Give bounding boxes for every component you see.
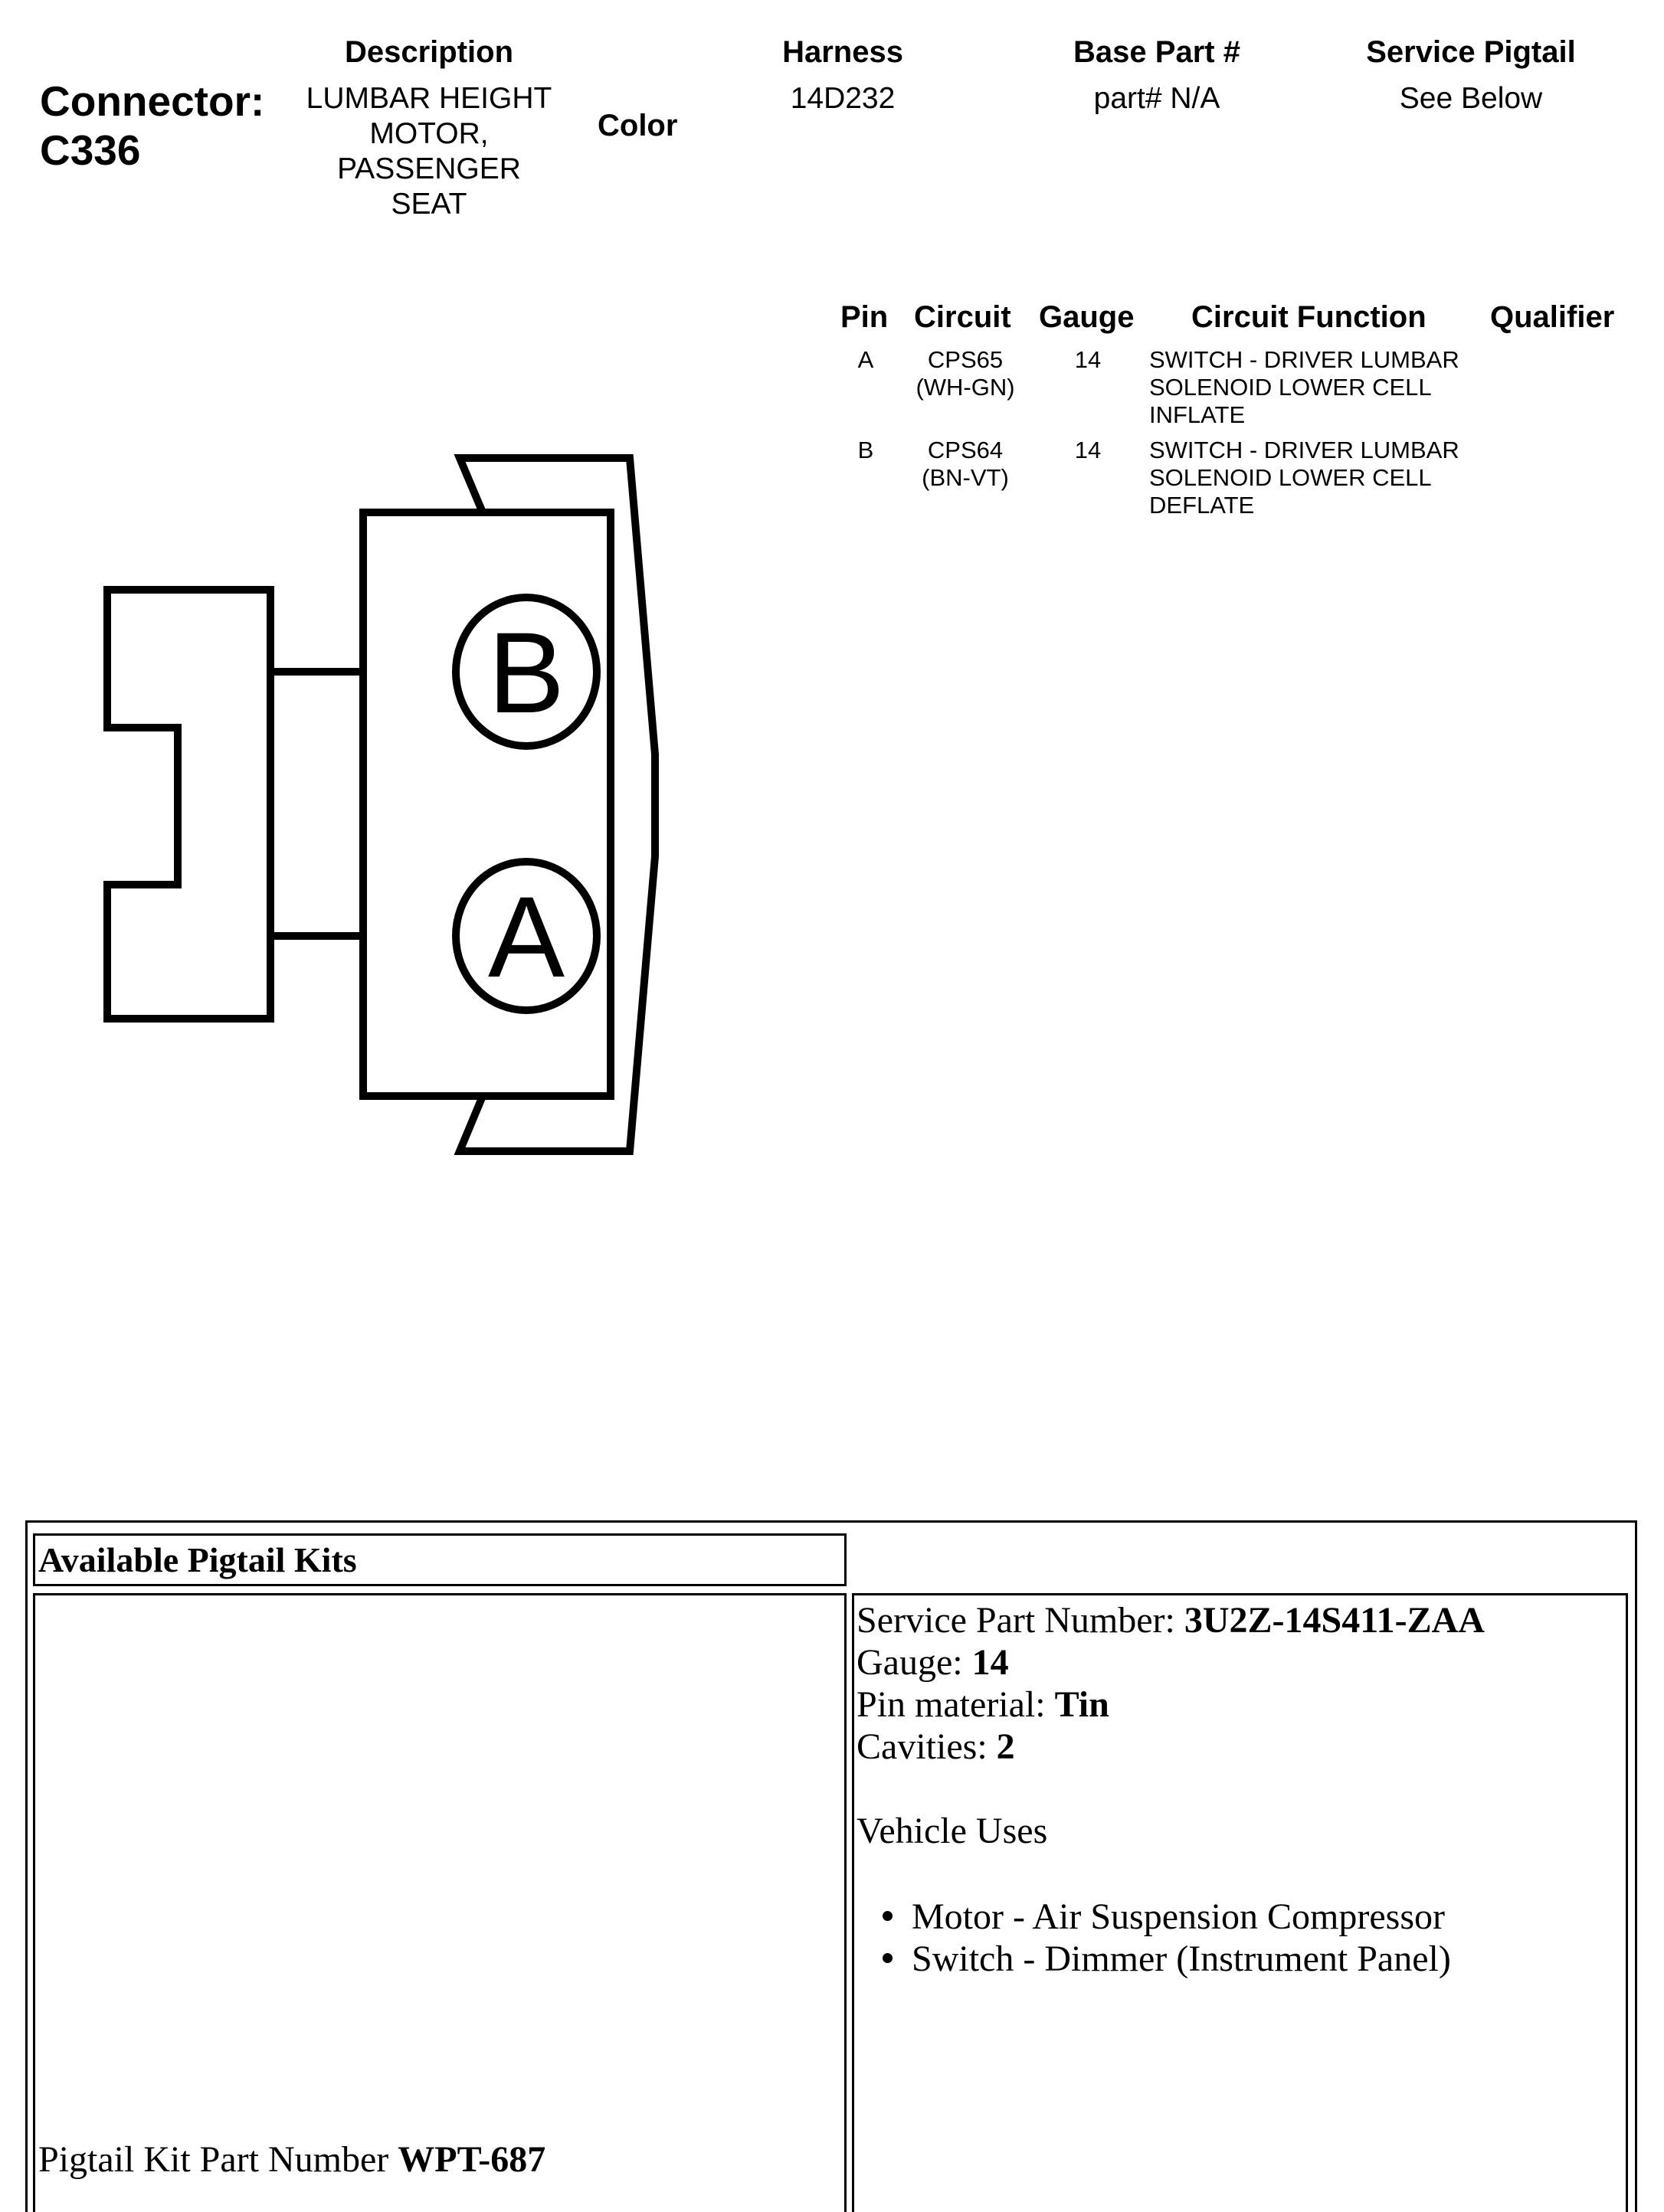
gauge-column-header: Gauge: [1039, 300, 1135, 334]
description-value: LUMBAR HEIGHT MOTOR, PASSENGER SEAT: [291, 81, 567, 222]
list-item: Switch - Dimmer (Instrument Panel): [883, 1938, 1451, 1980]
circuit-id: CPS64: [927, 437, 1004, 463]
vehicle-use-text: Motor - Air Suspension Compressor: [912, 1896, 1445, 1937]
description-line: SEAT: [391, 188, 467, 221]
function-line: SWITCH - DRIVER LUMBAR: [1149, 346, 1459, 373]
circuit-function-column-header: Circuit Function: [1191, 300, 1427, 334]
pin-column-header: Pin: [840, 300, 889, 334]
cavities: Cavities: 2: [857, 1726, 1015, 1768]
gauge-label: Gauge:: [857, 1642, 972, 1683]
list-item: Motor - Air Suspension Compressor: [883, 1896, 1445, 1938]
gauge-cell: 14: [1074, 346, 1102, 373]
gauge-cell: 14: [1074, 437, 1102, 463]
service-pigtail-value: See Below: [1399, 82, 1543, 115]
base-part-value: part# N/A: [1093, 82, 1220, 115]
connector-shroud: [454, 454, 659, 1155]
service-pigtail-heading: Service Pigtail: [1366, 35, 1576, 69]
kit-gauge: Gauge: 14: [857, 1641, 1009, 1684]
function-line: SOLENOID LOWER CELL: [1149, 464, 1432, 491]
cavities-value: 2: [996, 1726, 1015, 1767]
pigtail-kits-outer-frame: [25, 1520, 1637, 2212]
circuit-cell: CPS64 (BN-VT): [904, 437, 1027, 492]
description-line: MOTOR,: [369, 117, 489, 150]
service-part-value: 3U2Z-14S411-ZAA: [1184, 1600, 1485, 1641]
connector-latch: [103, 586, 274, 1023]
pigtail-kit-details-cell: [852, 1593, 1628, 2212]
harness-heading: Harness: [782, 35, 903, 69]
pin-material-value: Tin: [1054, 1684, 1109, 1725]
pin-cell: A: [857, 346, 874, 373]
circuit-cell: CPS65 (WH-GN): [904, 346, 1027, 401]
cavities-label: Cavities:: [857, 1726, 997, 1767]
connector-face-diagram: B A: [103, 454, 659, 1155]
kit-part-value: WPT-687: [398, 2139, 546, 2180]
pigtail-kits-title-cell: [33, 1533, 847, 1586]
vehicle-uses-heading: Vehicle Uses: [857, 1811, 1048, 1851]
function-line: SWITCH - DRIVER LUMBAR: [1149, 437, 1459, 463]
description-line: PASSENGER: [337, 152, 521, 185]
connector-housing: [359, 509, 614, 1100]
pin-material: Pin material: Tin: [857, 1684, 1109, 1726]
circuit-color: (WH-GN): [916, 374, 1015, 401]
bullet-icon: [883, 1911, 893, 1921]
kit-part-label: Pigtail Kit Part Number: [38, 2139, 398, 2180]
vehicle-use-text: Switch - Dimmer (Instrument Panel): [912, 1939, 1451, 1979]
qualifier-column-header: Qualifier: [1490, 300, 1615, 334]
function-line: SOLENOID LOWER CELL: [1149, 374, 1432, 401]
circuit-column-header: Circuit: [914, 300, 1011, 334]
function-line: INFLATE: [1149, 401, 1246, 428]
pin-cell: B: [857, 437, 874, 463]
pin-a-label: A: [488, 872, 565, 1001]
pigtail-kit-image-cell: [33, 1593, 847, 2212]
pin-a-cavity: [452, 858, 601, 1014]
gauge-value: 14: [971, 1642, 1009, 1683]
service-part-number: Service Part Number: 3U2Z-14S411-ZAA: [857, 1599, 1485, 1641]
description-line: LUMBAR HEIGHT: [306, 82, 552, 115]
circuit-function-cell: SWITCH - DRIVER LUMBAR SOLENOID LOWER CE…: [1149, 346, 1459, 429]
pigtail-kits-title: Available Pigtail Kits: [38, 1540, 357, 1579]
connector-title: Connector: C336: [40, 77, 264, 175]
circuit-function-cell: SWITCH - DRIVER LUMBAR SOLENOID LOWER CE…: [1149, 437, 1459, 519]
pigtail-kit-part-number: Pigtail Kit Part Number WPT-687: [38, 2138, 545, 2181]
function-line: DEFLATE: [1149, 492, 1255, 519]
connector-id: C336: [40, 126, 141, 174]
connector-label: Connector:: [40, 77, 265, 125]
description-heading: Description: [344, 35, 514, 69]
color-heading: Color: [598, 109, 678, 142]
pin-b-cavity: [452, 594, 601, 750]
service-part-label: Service Part Number:: [857, 1600, 1184, 1641]
circuit-id: CPS65: [927, 346, 1004, 373]
pin-material-label: Pin material:: [857, 1684, 1055, 1725]
harness-value: 14D232: [790, 82, 896, 115]
circuit-color: (BN-VT): [922, 464, 1009, 491]
bullet-icon: [883, 1953, 893, 1963]
pin-b-label: B: [488, 608, 565, 737]
base-part-heading: Base Part #: [1073, 35, 1240, 69]
